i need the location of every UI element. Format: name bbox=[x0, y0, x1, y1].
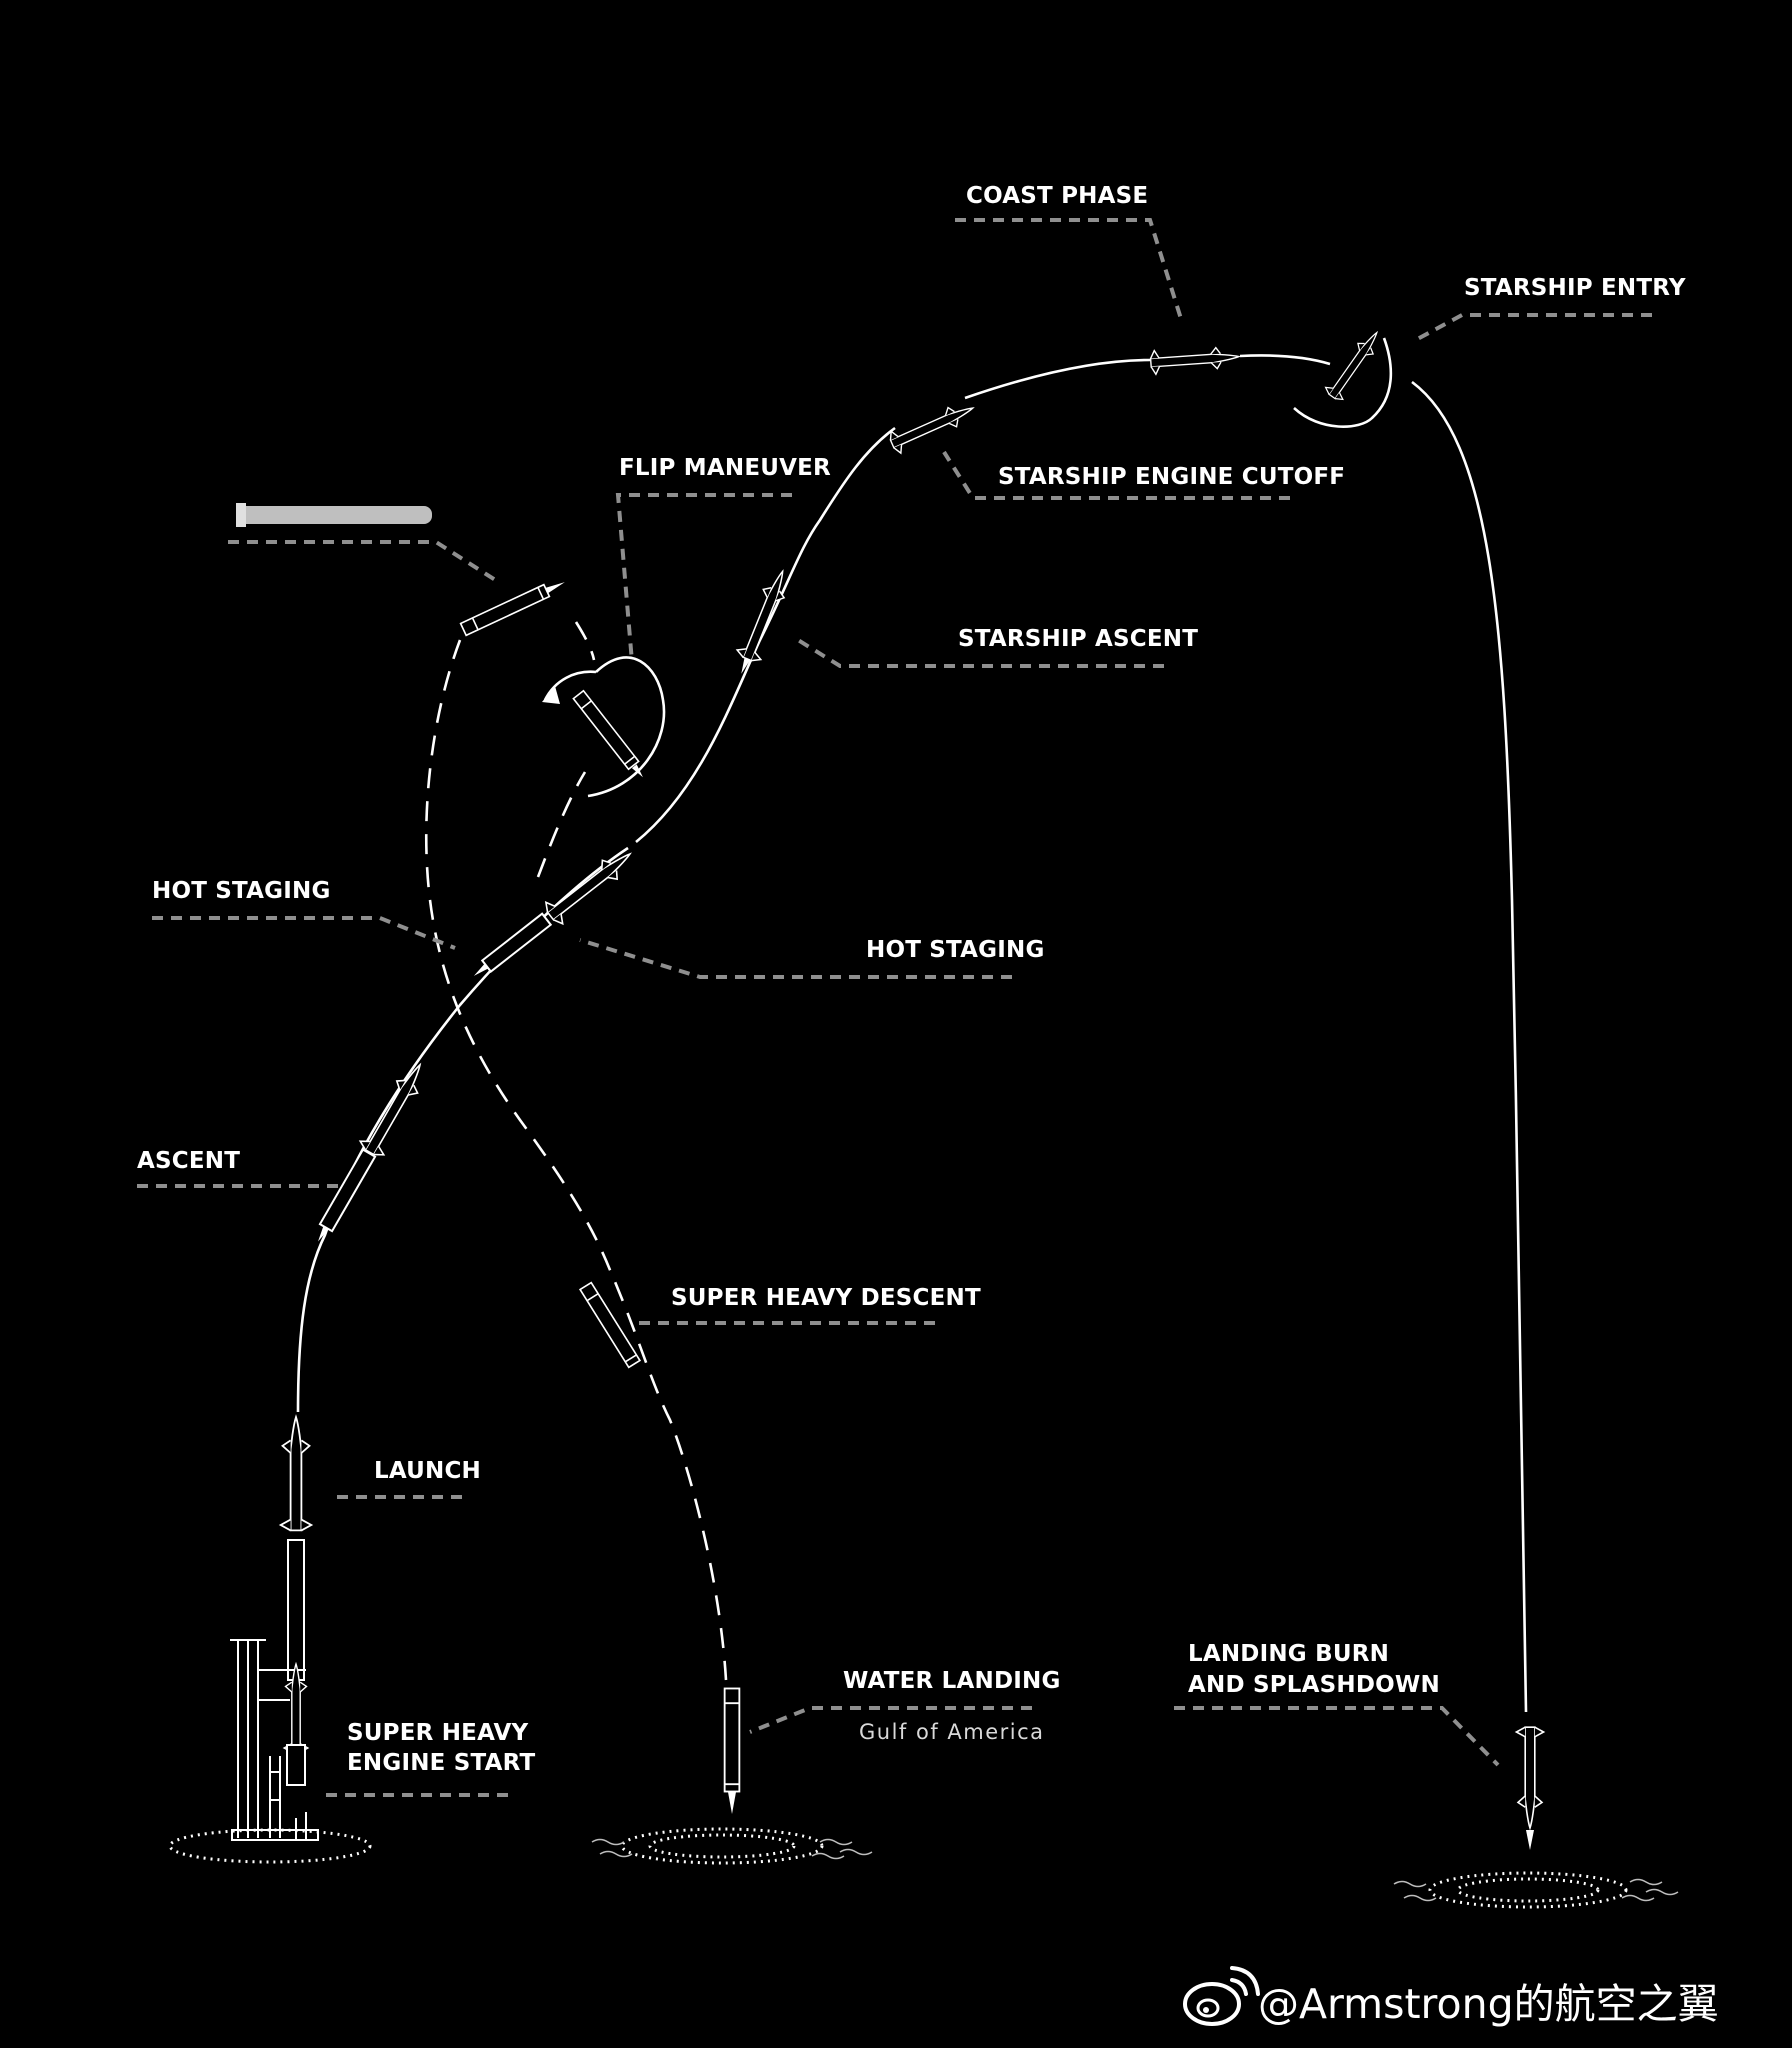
water-waves-right bbox=[1393, 1878, 1679, 1902]
flipping-booster bbox=[572, 689, 643, 778]
leader-hot-staging-right bbox=[579, 938, 1012, 979]
leader-starship-engine-cutoff bbox=[942, 450, 1290, 500]
label-landing-burn-line2: AND SPLASHDOWN bbox=[1188, 1672, 1440, 1698]
label-coast-phase: COAST PHASE bbox=[966, 183, 1148, 209]
splashdown-ring bbox=[1428, 1871, 1628, 1909]
boostback-booster bbox=[459, 582, 565, 637]
label-launch: LAUNCH bbox=[374, 1458, 481, 1484]
splashdown-ring-inner bbox=[1456, 1877, 1600, 1903]
label-super-heavy-descent: SUPER HEAVY DESCENT bbox=[671, 1285, 981, 1311]
leader-lines bbox=[137, 218, 1652, 1797]
pad-stack bbox=[283, 1663, 309, 1786]
trajectory-lines bbox=[296, 354, 1528, 1713]
leader-starship-ascent bbox=[796, 638, 1164, 668]
vehicles bbox=[279, 325, 1545, 1850]
starship-entering bbox=[1322, 325, 1387, 404]
label-engine-start-line1: SUPER HEAVY bbox=[347, 1720, 529, 1746]
starship-ascent-trajectory bbox=[635, 426, 896, 844]
water-waves-left bbox=[591, 1838, 873, 1860]
label-flip-maneuver: FLIP MANEUVER bbox=[619, 455, 831, 481]
labels: COAST PHASE STARSHIP ENTRY FLIP MANEUVER… bbox=[137, 183, 1686, 1776]
starship-engine-cutoff-ship bbox=[886, 396, 979, 456]
label-engine-start-line2: ENGINE START bbox=[347, 1750, 536, 1776]
coast-trajectory bbox=[964, 358, 1151, 400]
leader-censored bbox=[228, 540, 502, 585]
ascent-trajectory bbox=[296, 846, 629, 1413]
leader-starship-entry bbox=[1411, 313, 1652, 344]
boostback-trajectory bbox=[536, 771, 587, 878]
hot-staging-stack bbox=[473, 842, 640, 976]
flip-arrowhead bbox=[542, 686, 560, 704]
leader-flip-maneuver bbox=[615, 493, 792, 663]
leader-hot-staging-left bbox=[152, 916, 456, 950]
water-landing-ring-inner bbox=[648, 1833, 796, 1859]
ascent-stack bbox=[318, 1057, 433, 1242]
ground-markers bbox=[168, 1827, 1679, 1909]
label-starship-entry: STARSHIP ENTRY bbox=[1464, 275, 1686, 301]
water-landing-booster bbox=[723, 1687, 741, 1814]
starship-descent-trajectory bbox=[1411, 380, 1528, 1713]
label-water-landing: WATER LANDING bbox=[843, 1668, 1061, 1694]
label-hot-staging-right: HOT STAGING bbox=[866, 937, 1045, 963]
water-landing-ring bbox=[620, 1827, 824, 1865]
leader-landing-burn bbox=[1174, 1706, 1500, 1767]
launch-tower bbox=[230, 1639, 319, 1841]
blurred-label bbox=[236, 503, 432, 527]
label-ascent: ASCENT bbox=[137, 1148, 240, 1174]
label-water-landing-location: Gulf of America bbox=[859, 1720, 1045, 1744]
label-starship-ascent: STARSHIP ASCENT bbox=[958, 626, 1198, 652]
label-hot-staging-left: HOT STAGING bbox=[152, 878, 331, 904]
launch-stack bbox=[279, 1416, 313, 1698]
label-landing-burn-line1: LANDING BURN bbox=[1188, 1641, 1389, 1667]
watermark: @Armstrong的航空之翼 bbox=[1183, 1966, 1719, 2028]
weibo-logo-icon bbox=[1183, 1966, 1260, 2026]
super-heavy-descent-trajectory bbox=[424, 639, 728, 1681]
landing-burn-starship bbox=[1515, 1726, 1545, 1850]
leader-coast-phase bbox=[955, 218, 1184, 323]
entry-plasma-arc bbox=[1293, 337, 1393, 428]
pre-entry-trajectory bbox=[1239, 354, 1331, 366]
launch-pad-ring bbox=[168, 1828, 372, 1864]
label-starship-engine-cutoff: STARSHIP ENGINE CUTOFF bbox=[998, 464, 1345, 490]
starship-ascending bbox=[734, 565, 796, 674]
boostback-upper-trajectory bbox=[574, 621, 596, 661]
watermark-text: @Armstrong的航空之翼 bbox=[1258, 1980, 1719, 2028]
starship-coasting bbox=[1149, 344, 1241, 376]
